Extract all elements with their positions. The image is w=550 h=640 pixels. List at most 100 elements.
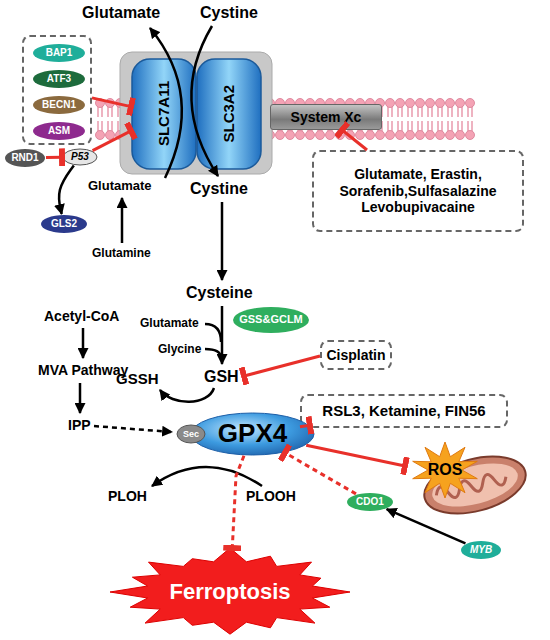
- ellipse-shape: [33, 122, 85, 140]
- enzyme-ellipse: GSS&GCLM: [232, 306, 310, 334]
- metabolite-label: PLOOH: [246, 488, 296, 504]
- metabolite-label: Glutamate: [140, 316, 199, 330]
- metabolite-label: Glutamine: [92, 246, 151, 260]
- oxidation-arrow: [160, 388, 214, 402]
- metabolite-label: Cysteine: [186, 284, 253, 302]
- node-text: Cisplatin: [326, 347, 385, 364]
- inhibition-line: [300, 425, 310, 427]
- metabolite-label: Glutamate: [88, 178, 152, 193]
- text-holder: CDO1: [346, 492, 394, 512]
- node-text: ATF3: [47, 73, 71, 85]
- node-text: ASM: [48, 125, 70, 137]
- activation-arrow: [387, 509, 466, 543]
- inhibition-line: [342, 130, 367, 150]
- metabolite-label: IPP: [68, 417, 91, 433]
- text-holder: ASM: [32, 121, 86, 141]
- gene-ellipse: MYB: [460, 540, 502, 560]
- dashed-arrow: [94, 426, 172, 432]
- barrel-shape: [132, 59, 196, 169]
- metabolite-label: Glutamate: [82, 4, 160, 22]
- text-holder: RSL3, Ketamine, FIN56: [302, 396, 506, 426]
- text-holder: ROS: [413, 448, 477, 492]
- text-holder: RND1: [4, 148, 46, 168]
- node-outline: [405, 440, 530, 518]
- text-holder: GLS2: [40, 214, 88, 234]
- ellipse-shape: [191, 413, 314, 455]
- ellipse-shape: [177, 425, 205, 443]
- node-text: CDO1: [356, 496, 384, 508]
- text-holder: GSS&GCLM: [232, 306, 310, 334]
- metabolite-label: Acetyl-CoA: [44, 308, 119, 324]
- text-holder: Ferroptosis: [110, 548, 350, 636]
- complex-label-box: System Xc: [270, 104, 382, 130]
- text-holder: BAP1: [32, 43, 86, 63]
- enzyme-ellipse: CDO1: [346, 492, 394, 512]
- metabolite-label: MVA Pathway: [38, 362, 128, 378]
- ellipse-shape: [63, 149, 97, 165]
- transporter-subunit: SLC7A11: [131, 58, 197, 170]
- inhibition-line: [285, 453, 356, 494]
- gene-ellipse: P53: [62, 148, 98, 166]
- node-text: System Xc: [291, 109, 362, 126]
- protein-ellipse: BAP1: [32, 43, 86, 63]
- residue-ellipse: Sec: [176, 424, 206, 444]
- text-holder: Glutamate, Erastin, Sorafenib,Sulfasalaz…: [314, 152, 522, 230]
- ellipse-shape: [41, 215, 87, 233]
- inhibitor-box: Cisplatin: [320, 340, 392, 370]
- node-text: ROS: [428, 460, 463, 479]
- inhibition-line: [244, 356, 320, 376]
- ellipse-shape: [5, 149, 45, 167]
- inhibition-line: [93, 131, 131, 151]
- inhibitor-box: RSL3, Ketamine, FIN56: [300, 394, 508, 428]
- text-holder: P53: [62, 148, 98, 166]
- protein-ellipse: ASM: [32, 121, 86, 141]
- glutamate-export-arrow: [150, 28, 182, 178]
- inhibition-line: [46, 156, 62, 159]
- outcome-burst: Ferroptosis: [110, 548, 350, 636]
- mitochondrion-ros: ROS: [405, 440, 530, 518]
- node-text: SLC3A2: [220, 85, 238, 143]
- node-text: Sec: [183, 429, 199, 440]
- ros-star: [413, 442, 478, 498]
- text-holder: GPX4: [190, 412, 315, 456]
- substrate-merge-line: [205, 349, 221, 358]
- node-text: RSL3, Ketamine, FIN56: [322, 402, 485, 420]
- node-text: Ferroptosis: [169, 579, 290, 605]
- protein-ellipse: ATF3: [32, 69, 86, 89]
- metabolite-label: Cystine: [190, 180, 248, 198]
- ellipse-shape: [33, 70, 85, 88]
- enzyme-ellipse: GLS2: [40, 214, 88, 234]
- ellipse-shape: [33, 44, 85, 62]
- synthesis-arrow: [221, 306, 224, 364]
- text-holder: MYB: [460, 540, 502, 560]
- node-text: GPX4: [218, 418, 287, 449]
- node-text: GLS2: [51, 218, 77, 230]
- activation-arrow: [59, 165, 74, 214]
- metabolite-label: GSH: [204, 368, 239, 386]
- ellipse-shape: [33, 96, 85, 114]
- node-text: MYB: [470, 544, 492, 556]
- node-text: SLC7A11: [155, 81, 173, 146]
- pathway-arrow: [79, 383, 82, 413]
- barrel-shape: [197, 59, 261, 169]
- ellipse-shape: [461, 541, 501, 559]
- inhibition-line: [232, 456, 244, 548]
- conversion-arrow: [121, 198, 124, 243]
- metabolite-label: Glycine: [158, 342, 201, 356]
- inhibition-line: [306, 445, 405, 466]
- pathway-arrow: [82, 328, 85, 358]
- cystine-import-arrow: [191, 26, 218, 176]
- enzyme-ellipse: GPX4: [190, 412, 315, 456]
- text-holder: Cisplatin: [322, 342, 390, 368]
- protein-ellipse: BECN1: [32, 95, 86, 115]
- group-box: BAP1ATF3BECN1ASM: [22, 35, 92, 145]
- node-text: BAP1: [46, 47, 73, 59]
- transporter-backing: [120, 52, 272, 174]
- burst-shape: [110, 548, 350, 634]
- reduction-arrow: [152, 467, 262, 486]
- text-holder: BECN1: [32, 95, 86, 115]
- ellipse-shape: [233, 307, 309, 333]
- node-text: P53: [71, 151, 89, 163]
